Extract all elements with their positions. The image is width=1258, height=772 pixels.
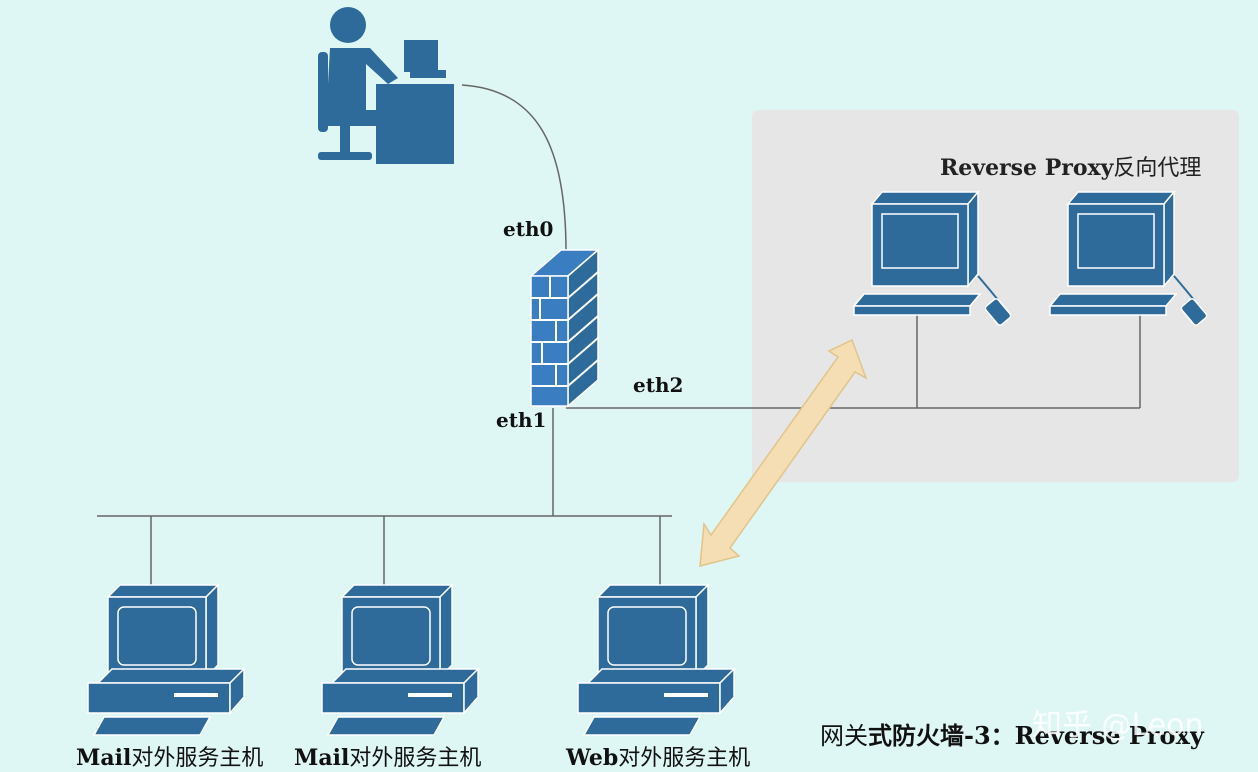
- firewall-icon: [528, 248, 601, 408]
- figure-title: 网关式防火墙-3：Reverse Proxy: [820, 721, 1204, 750]
- user-at-desk-icon: [318, 7, 454, 164]
- double-arrow-icon: [699, 338, 868, 567]
- server-caption-1: Mail对外服务主机: [76, 745, 264, 771]
- server-computer-icon: [577, 584, 735, 736]
- proxy-zone-title: Reverse Proxy反向代理: [940, 155, 1202, 181]
- server-caption-3: Web对外服务主机: [566, 745, 751, 771]
- eth2-label: eth2: [633, 373, 684, 397]
- server-caption-2: Mail对外服务主机: [294, 745, 482, 771]
- eth1-label: eth1: [496, 408, 547, 432]
- watermark: 知乎 @Leon: [1032, 708, 1204, 743]
- server-computer-icon: [321, 584, 479, 736]
- server-computer-icon: [87, 584, 245, 736]
- eth0-label: eth0: [503, 217, 554, 241]
